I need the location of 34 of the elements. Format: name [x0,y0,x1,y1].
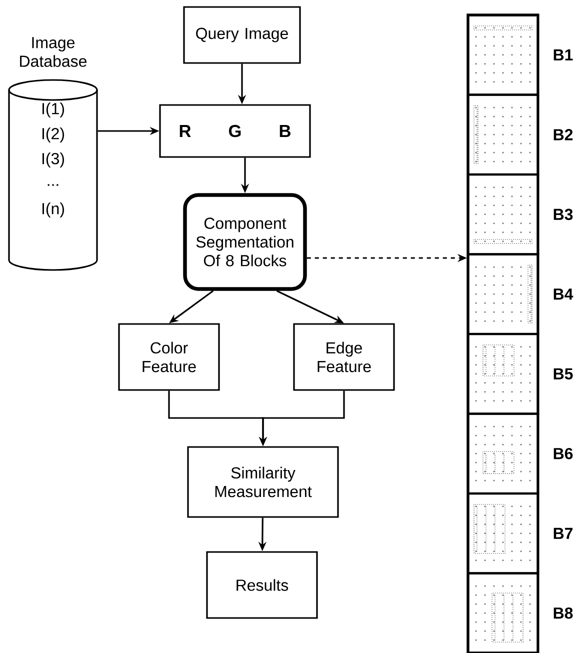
block-label: B5 [554,368,573,380]
picture [466,253,540,336]
process-box: Edge Feature [293,323,395,391]
heading: Image Database [20,37,87,67]
block-strip [466,14,540,653]
picture [466,173,540,256]
block-label: B4 [554,288,574,300]
picture [466,94,540,176]
channel-label: G [228,124,241,138]
picture [466,572,540,653]
picture [466,412,540,495]
channel-label: B [280,125,290,137]
picture [466,14,540,96]
process-box: Results [206,551,318,619]
picture [466,332,540,415]
block-label: B3 [554,208,573,220]
image-label: ... [48,184,58,186]
process-box: Similarity Measurement [187,446,339,518]
process-box: Color Feature [118,323,220,391]
image-label: I(2) [42,128,64,142]
picture [466,492,540,574]
block-label: B1 [554,49,573,60]
process-box: Query Image [183,6,301,64]
block-label: B2 [554,129,573,140]
block-label: B7 [554,528,573,539]
process-box: Component Segmentation Of 8 Blocks [183,193,307,291]
image-label: I(3) [42,152,64,168]
block-label: B8 [554,607,573,619]
image-label: I(n) [42,202,64,218]
channel-label: R [180,125,191,137]
image-label: I(1) [42,102,64,118]
database-cylinder [8,79,98,271]
block-label: B6 [554,448,573,460]
channel-box [159,104,311,158]
